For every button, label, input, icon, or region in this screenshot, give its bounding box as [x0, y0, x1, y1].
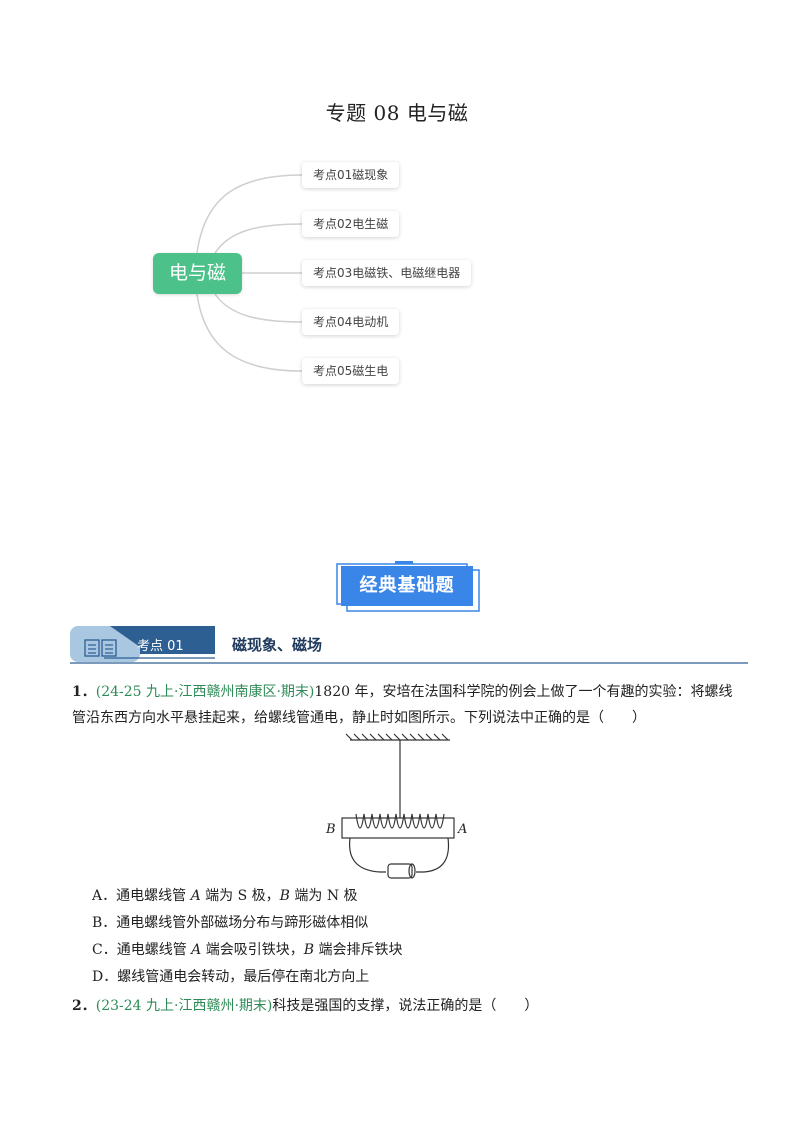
question-1: 1．(24-25 九上·江西赣州南康区·期末)1820 年，安培在法国科学院的例…	[72, 679, 752, 731]
option-a-var-2: B	[279, 888, 290, 904]
mindmap-connectors	[196, 174, 303, 372]
option-a-text-1: A．通电螺线管	[92, 888, 191, 904]
option-a-text-2: 端为 S 极，	[200, 888, 280, 904]
question-1-number: 1．	[72, 684, 96, 700]
question-1-text-1: 1820 年，安培在法国科学院的例会上做了一个有趣的实验：将螺线	[314, 684, 733, 700]
mindmap-root: 电与磁	[153, 253, 242, 294]
connector-1	[196, 174, 303, 254]
question-1-text-2: 管沿东西方向水平悬挂起来，给螺线管通电，静止时如图所示。下列说法中正确的是（ ）	[72, 710, 646, 726]
option-c: C．通电螺线管 A 端会吸引铁块，B 端会排斥铁块	[92, 939, 403, 961]
option-c-var-2: B	[303, 942, 315, 958]
question-2-source: (23-24 九上·江西赣州·期末)	[95, 998, 273, 1014]
section-banner: 经典基础题	[335, 561, 481, 613]
connector-4	[214, 293, 303, 323]
option-a-var-1: A	[190, 888, 201, 904]
figure-label-a: A	[457, 822, 467, 837]
mindmap-branch-4: 考点04电动机	[302, 309, 400, 335]
question-2: 2．(23-24 九上·江西赣州·期末)科技是强国的支撑，说法正确的是（ ）	[72, 993, 752, 1019]
connector-5	[196, 293, 303, 372]
banner-fill	[341, 566, 473, 606]
mindmap-branch-2: 考点02电生磁	[302, 211, 400, 237]
option-d: D．螺线管通电会转动，最后停在南北方向上	[92, 969, 370, 985]
option-c-var-1: A	[191, 942, 202, 958]
question-2-text: 科技是强国的支撑，说法正确的是（ ）	[272, 998, 539, 1014]
option-b: B．通电螺线管外部磁场分布与蹄形磁体相似	[92, 915, 369, 931]
section-header: 考点 01 磁现象、磁场	[70, 626, 750, 666]
banner-label: 经典基础题	[359, 575, 455, 596]
option-c-text-2: 端会吸引铁块，	[201, 942, 304, 958]
figure-label-b: B	[325, 822, 336, 837]
option-c-text-3: 端会排斥铁块	[314, 942, 403, 958]
question-2-number: 2．	[72, 998, 96, 1014]
mindmap-branch-3: 考点03电磁铁、电磁继电器	[302, 260, 472, 286]
question-1-source: (24-25 九上·江西赣州南康区·期末)	[95, 684, 315, 700]
connector-2	[214, 223, 303, 254]
option-a-text-3: 端为 N 极	[289, 888, 358, 904]
section-title: 磁现象、磁场	[232, 636, 323, 654]
page-title: 专题 08 电与磁	[325, 101, 469, 125]
option-c-text-1: C．通电螺线管	[92, 942, 192, 958]
section-badge: 考点 01	[137, 639, 184, 654]
solenoid-figure: B A	[325, 733, 467, 879]
option-a: A．通电螺线管 A 端为 S 极，B 端为 N 极	[92, 885, 358, 907]
book-icon	[84, 639, 117, 657]
section-header-shape	[70, 626, 748, 664]
mindmap-branch-5: 考点05磁生电	[302, 358, 400, 384]
mindmap-branch-1: 考点01磁现象	[302, 162, 400, 188]
question-1-line1: 1．(24-25 九上·江西赣州南康区·期末)1820 年，安培在法国科学院的例…	[72, 679, 752, 705]
